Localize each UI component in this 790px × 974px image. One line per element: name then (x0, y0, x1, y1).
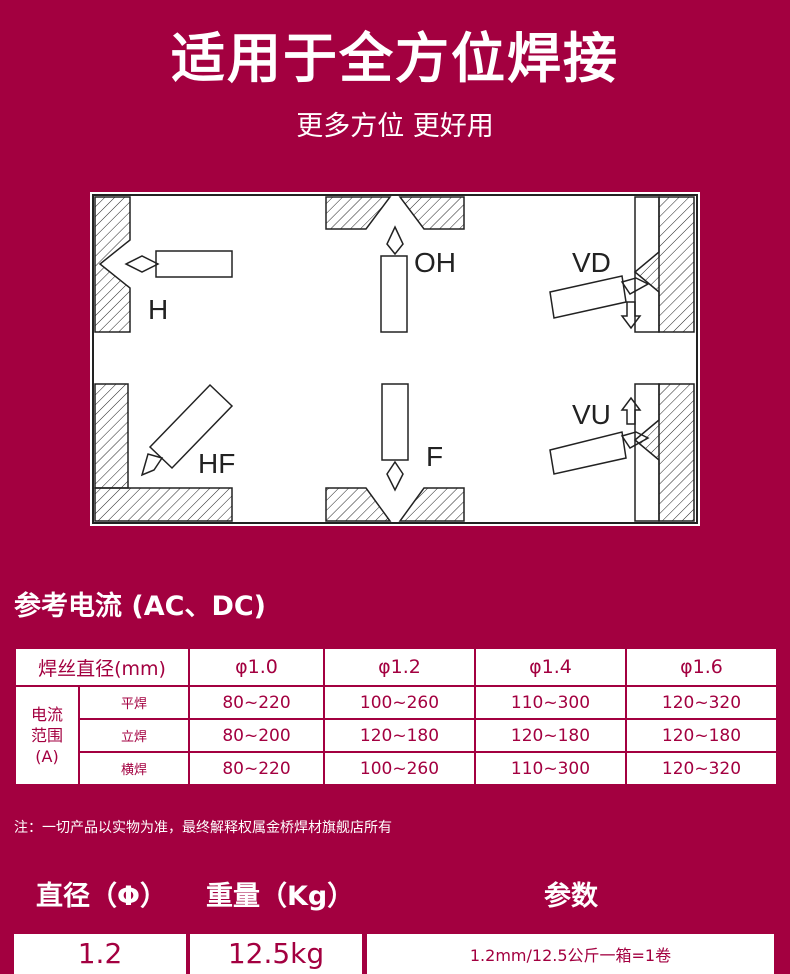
table-cell: 100~260 (323, 685, 476, 720)
column-header: φ1.6 (625, 647, 778, 687)
diagram-frame (92, 194, 698, 524)
page-title: 适用于全方位焊接 (171, 27, 619, 90)
label-f: F (426, 441, 443, 472)
plate-vd (633, 196, 695, 333)
column-header: φ1.0 (188, 647, 325, 687)
plate-oh-left (325, 196, 392, 230)
table-row: 立焊 80~200 120~180 120~180 120~180 (15, 718, 778, 753)
torch-oh (380, 255, 408, 333)
torch-tip-f (386, 460, 404, 492)
label-oh: OH (414, 247, 456, 278)
arrow-down-icon (620, 301, 642, 330)
table-corner-header: 焊丝直径(mm) (14, 647, 190, 687)
row-label: 平焊 (78, 685, 190, 720)
row-label: 横焊 (78, 751, 190, 786)
plate-hf-horizontal (94, 487, 233, 522)
row-label: 立焊 (78, 718, 190, 753)
arrow-up-icon (620, 396, 642, 425)
column-header: φ1.4 (474, 647, 627, 687)
current-section-title: 参考电流 (AC、DC) (14, 591, 267, 622)
table-cell: 120~180 (625, 718, 778, 753)
table-cell: 80~220 (188, 751, 325, 786)
page-subtitle: 更多方位 更好用 (296, 111, 494, 142)
params-value: 12.5kg (227, 937, 325, 970)
plate-oh-right (398, 196, 465, 230)
table-cell: 80~220 (188, 685, 325, 720)
label-h: H (148, 294, 168, 325)
plate-h (94, 196, 131, 333)
label-vd: VD (572, 247, 611, 278)
table-header-row: 焊丝直径(mm) φ1.0 φ1.2 φ1.4 φ1.6 (14, 647, 778, 687)
torch-tip-hf (140, 453, 164, 477)
plate-f-left (325, 487, 392, 522)
welding-positions-diagram: H OH VD HF F VU (90, 192, 700, 526)
table-cell: 120~180 (474, 718, 627, 753)
disclaimer-note: 注：一切产品以实物为准，最终解释权属金桥焊材旗舰店所有 (14, 820, 392, 836)
table-cell: 110~300 (474, 685, 627, 720)
plate-hf-vertical (94, 383, 129, 489)
welding-positions-svg: H OH VD HF F VU (92, 194, 698, 524)
reference-current-table: 焊丝直径(mm) φ1.0 φ1.2 φ1.4 φ1.6 电流 范围 (A) 平… (14, 647, 778, 786)
table-cell: 100~260 (323, 751, 476, 786)
current-range-label: 电流 范围 (A) (14, 685, 80, 786)
torch-f (381, 383, 409, 461)
params-value: 1.2 (77, 937, 123, 970)
params-header-spec: 参数 (544, 881, 598, 912)
plate-f-right (398, 487, 465, 522)
table-cell: 110~300 (474, 751, 627, 786)
table-row: 电流 范围 (A) 平焊 80~220 100~260 110~300 120~… (14, 685, 778, 786)
params-cell-weight: 12.5kg (190, 934, 362, 974)
label-hf: HF (198, 448, 235, 479)
params-header-diameter: 直径（Φ） (36, 881, 167, 912)
params-header-weight: 重量（Kg） (206, 881, 355, 912)
torch-vd (549, 275, 627, 319)
torch-tip-h (124, 255, 160, 273)
column-header: φ1.2 (323, 647, 476, 687)
table-cell: 120~320 (625, 751, 778, 786)
table-row: 横焊 80~220 100~260 110~300 120~320 (15, 751, 778, 786)
torch-tip-oh (386, 225, 404, 256)
params-cell-spec: 1.2mm/12.5公斤一箱=1卷 (367, 934, 774, 974)
params-cell-diameter: 1.2 (14, 934, 186, 974)
params-value: 1.2mm/12.5公斤一箱=1卷 (469, 946, 672, 965)
table-cell: 120~180 (323, 718, 476, 753)
torch-tip-vu (620, 431, 650, 449)
torch-h (155, 250, 233, 278)
table-cell: 120~320 (625, 685, 778, 720)
torch-vu (549, 431, 627, 475)
plate-vu (633, 383, 695, 522)
torch-tip-vd (620, 277, 650, 295)
table-cell: 80~200 (188, 718, 325, 753)
label-vu: VU (572, 399, 611, 430)
torch-hf (148, 383, 234, 470)
